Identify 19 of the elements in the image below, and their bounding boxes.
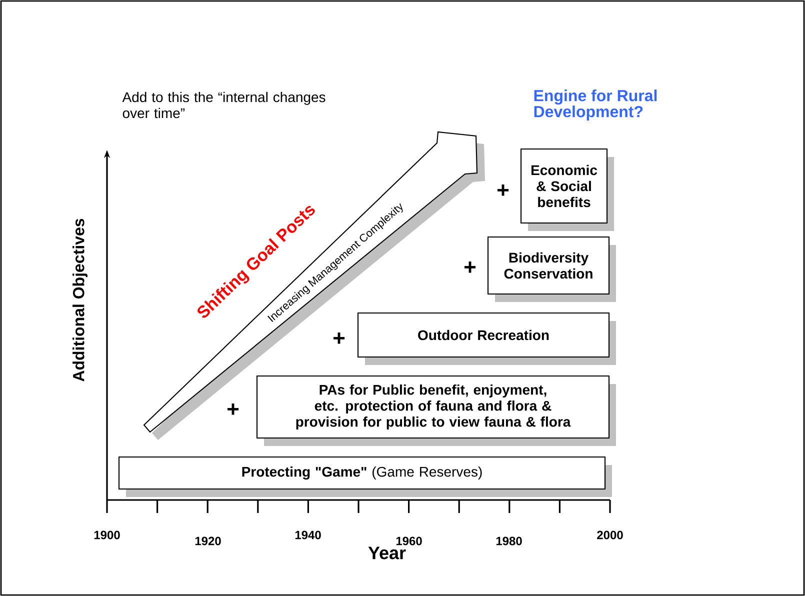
axis-label: Year	[368, 546, 406, 560]
tick-label: 1980	[496, 536, 522, 546]
text-box: Protecting "Game" (Game Reserves)	[118, 456, 612, 497]
question-text: Engine for Rural Development?	[534, 90, 657, 120]
note-text: Add to this the “internal changes over time”	[122, 92, 326, 118]
plus-sign: +	[228, 404, 239, 415]
axis-label: Additional Objectives	[72, 218, 88, 382]
text-box: PAs for Public benefit, enjoyment, etc. protection of fauna and flora & provision for public to view fauna & flora	[256, 375, 616, 446]
text-box: Outdoor Recreation	[357, 312, 616, 365]
tick-label: 1960	[396, 536, 422, 546]
tick-label: 2000	[597, 530, 623, 540]
tick-label: 1940	[295, 530, 321, 540]
plus-sign: +	[464, 262, 476, 273]
plus-sign: +	[334, 332, 345, 344]
plus-sign: +	[498, 184, 509, 196]
text-box: Economic & Social benefits	[520, 148, 614, 231]
tick-label: 1920	[195, 536, 221, 546]
tick-label: 1900	[94, 530, 120, 540]
text-box: Biodiversity Conservation	[487, 236, 616, 302]
